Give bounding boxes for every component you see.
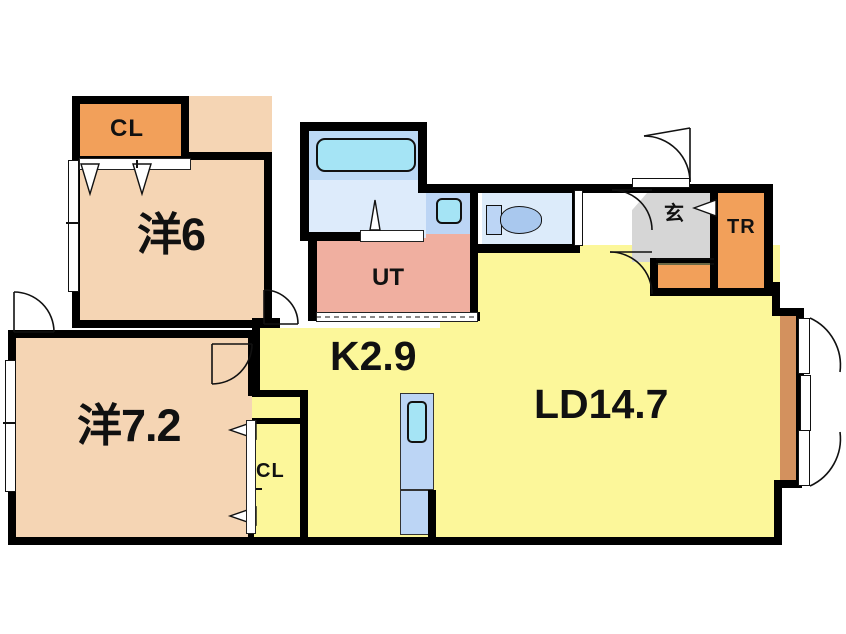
wall-bedroom6-top-left: [72, 96, 189, 104]
wall-entrance-shoebox-top: [655, 258, 713, 263]
storage-tr: [718, 190, 770, 295]
wall-kitchen-top: [252, 318, 280, 328]
wall-entrance-right: [764, 184, 773, 296]
toilet-bowl: [500, 206, 542, 234]
wall-bedroom6-closet-right: [181, 96, 189, 160]
room-label-living: LD14.7: [534, 381, 669, 427]
wall-entrance-top: [580, 184, 772, 193]
room-fill-washitsu72: [8, 330, 256, 545]
wall-entrance-tr-divider: [710, 190, 718, 290]
wall-bedroom72-bottom: [8, 537, 442, 545]
wall-bedroom72-top: [8, 330, 256, 338]
wall-closet72-right: [300, 396, 308, 537]
wall-vanity-top: [418, 184, 484, 193]
wall-toilet-top: [478, 184, 580, 193]
wall-living-notch-top: [772, 308, 804, 316]
room-label-washitsu6: 洋6: [137, 209, 206, 260]
bathtub: [316, 138, 416, 172]
bath-door-fold: [369, 199, 381, 231]
storage-label-tr: TR: [727, 216, 756, 238]
wall-kitchen-left: [252, 328, 260, 390]
closet-fill-bedroom6: [79, 103, 189, 158]
window-bedroom72-left-mullion: [3, 422, 16, 424]
wall-entrance-left-step: [650, 258, 658, 296]
wall-bath-right: [418, 122, 427, 192]
entrance-step-lines: [656, 258, 714, 265]
closet-label-bedroom6: CL: [110, 115, 144, 142]
window-bedroom6-left-mullion: [66, 222, 79, 224]
closet-label-bedroom72: CL: [256, 460, 285, 482]
closet72-door-panel[interactable]: [246, 420, 256, 534]
wall-living-notch-bottom: [774, 480, 802, 488]
toilet-door-leaf[interactable]: [574, 190, 583, 246]
wall-bath-left: [300, 122, 309, 240]
wall-toilet-bottom: [478, 244, 580, 253]
entrance-closet-fold: [692, 199, 717, 217]
ut-door-dashes: [316, 316, 476, 318]
wall-closet72-shelf: [252, 418, 302, 424]
wall-bath-top: [300, 122, 426, 131]
room-label-washitsu72: 洋7.2: [77, 400, 182, 451]
wall-ut-right: [470, 190, 478, 318]
window-bedroom72-left[interactable]: [5, 360, 16, 492]
wall-living-right-top: [772, 282, 780, 316]
wall-bedroom6-bottom: [72, 320, 272, 328]
room-fill-living-right-notch: [680, 282, 780, 487]
vanity-sink: [436, 198, 462, 224]
room-label-entrance: 玄: [664, 203, 685, 225]
balcony-door-lower[interactable]: [798, 430, 810, 486]
wall-bath-bottom: [300, 232, 360, 241]
closet6-fold-marks: [80, 160, 152, 197]
entrance-door-sill: [632, 178, 690, 188]
balcony-door-upper[interactable]: [798, 318, 810, 374]
room-label-utility: UT: [372, 264, 404, 291]
kitchen-sink-basin: [407, 401, 427, 443]
wall-closet72-top: [252, 390, 308, 397]
wall-bedroom6-top-right: [181, 152, 272, 160]
wall-entrance-bottom: [650, 288, 772, 296]
wall-ut-left: [308, 232, 317, 318]
wall-living-bottom: [434, 537, 782, 545]
entrance-floor: [632, 190, 712, 262]
wall-bedroom6-right: [264, 152, 272, 328]
bath-door[interactable]: [360, 230, 424, 242]
wall-living-right-lower: [774, 480, 782, 542]
wall-kitchen-divider: [428, 490, 436, 538]
room-label-kitchen: K2.9: [330, 333, 417, 379]
window-bedroom6-left[interactable]: [68, 160, 79, 292]
